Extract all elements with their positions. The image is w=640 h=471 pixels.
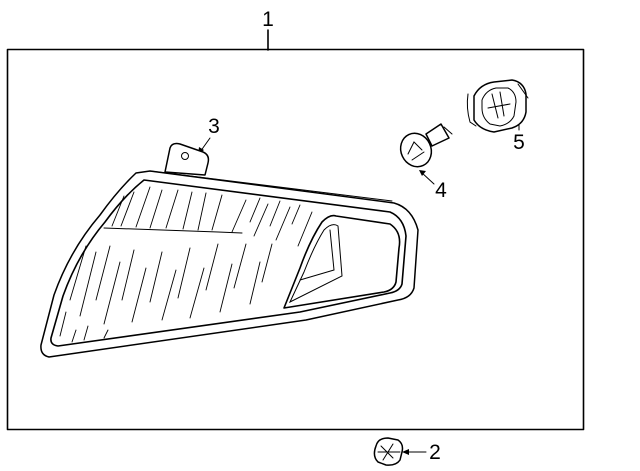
callout-1-label: 1	[262, 8, 274, 31]
callout-2-arrow	[402, 449, 427, 455]
bulb	[399, 123, 453, 168]
callout-4-label: 4	[435, 179, 447, 202]
callout-2-label: 2	[429, 441, 441, 464]
bulb-socket	[466, 79, 529, 133]
callout-3-label: 3	[208, 115, 220, 138]
callout-4-arrow	[419, 170, 435, 185]
callout-5-label: 5	[513, 131, 525, 154]
assembly-frame	[6, 48, 585, 431]
clip	[373, 437, 404, 466]
corner-lamp-housing	[40, 142, 419, 358]
